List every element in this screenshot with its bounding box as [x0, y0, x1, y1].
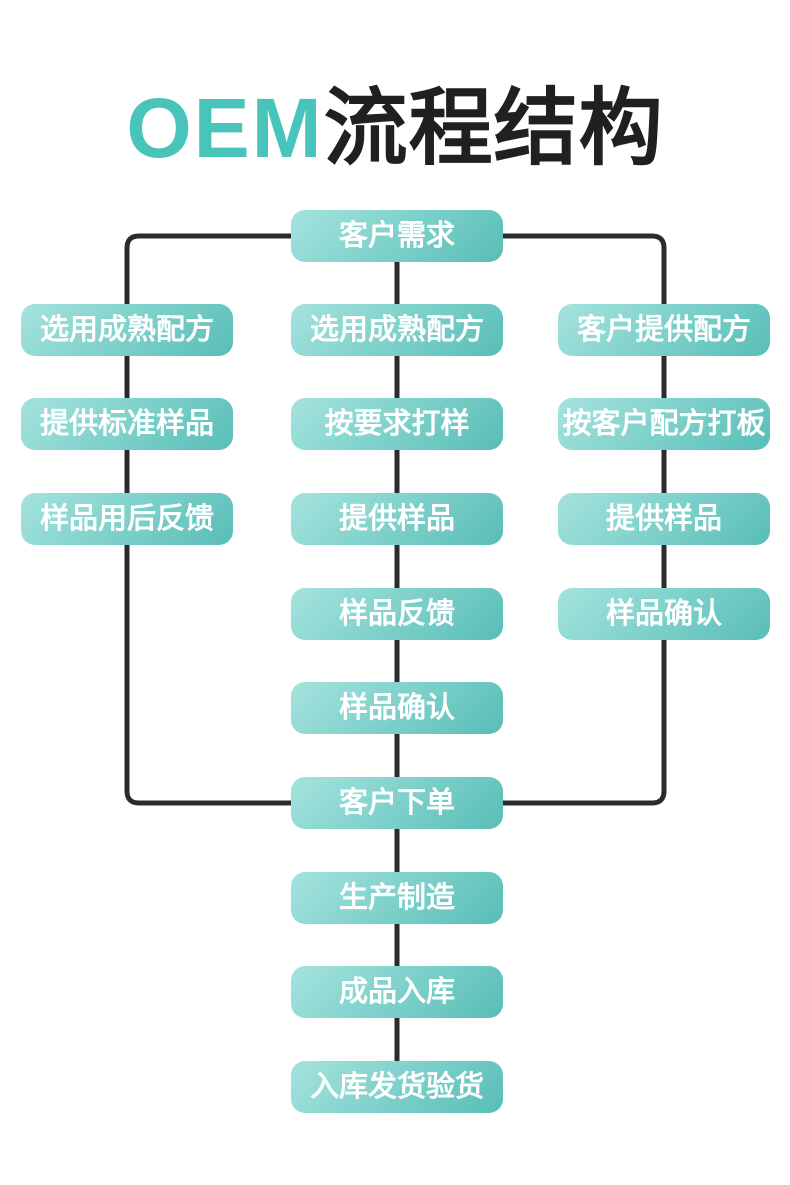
flow-node-left-3: 样品用后反馈 — [21, 493, 233, 545]
flow-node-warehouse-in: 成品入库 — [291, 966, 503, 1018]
title-rest-text: 流程结构 — [323, 81, 664, 175]
flow-node-production: 生产制造 — [291, 872, 503, 924]
page-title: OEM流程结构 — [0, 86, 790, 170]
flow-node-left-2: 提供标准样品 — [21, 398, 233, 450]
flow-node-mid-2: 按要求打样 — [291, 398, 503, 450]
flow-node-mid-1: 选用成熟配方 — [291, 304, 503, 356]
flow-node-ship-inspect: 入库发货验货 — [291, 1061, 503, 1113]
flow-node-right-2: 按客户配方打板 — [558, 398, 770, 450]
flow-node-customer-demand: 客户需求 — [291, 210, 503, 262]
flow-node-right-3: 提供样品 — [558, 493, 770, 545]
flow-node-mid-4: 样品反馈 — [291, 588, 503, 640]
flow-node-right-4: 样品确认 — [558, 588, 770, 640]
flow-node-left-1: 选用成熟配方 — [21, 304, 233, 356]
flow-node-customer-order: 客户下单 — [291, 777, 503, 829]
flow-node-mid-5: 样品确认 — [291, 682, 503, 734]
flow-node-mid-3: 提供样品 — [291, 493, 503, 545]
title-oem-text: OEM — [126, 81, 324, 175]
flow-node-right-1: 客户提供配方 — [558, 304, 770, 356]
